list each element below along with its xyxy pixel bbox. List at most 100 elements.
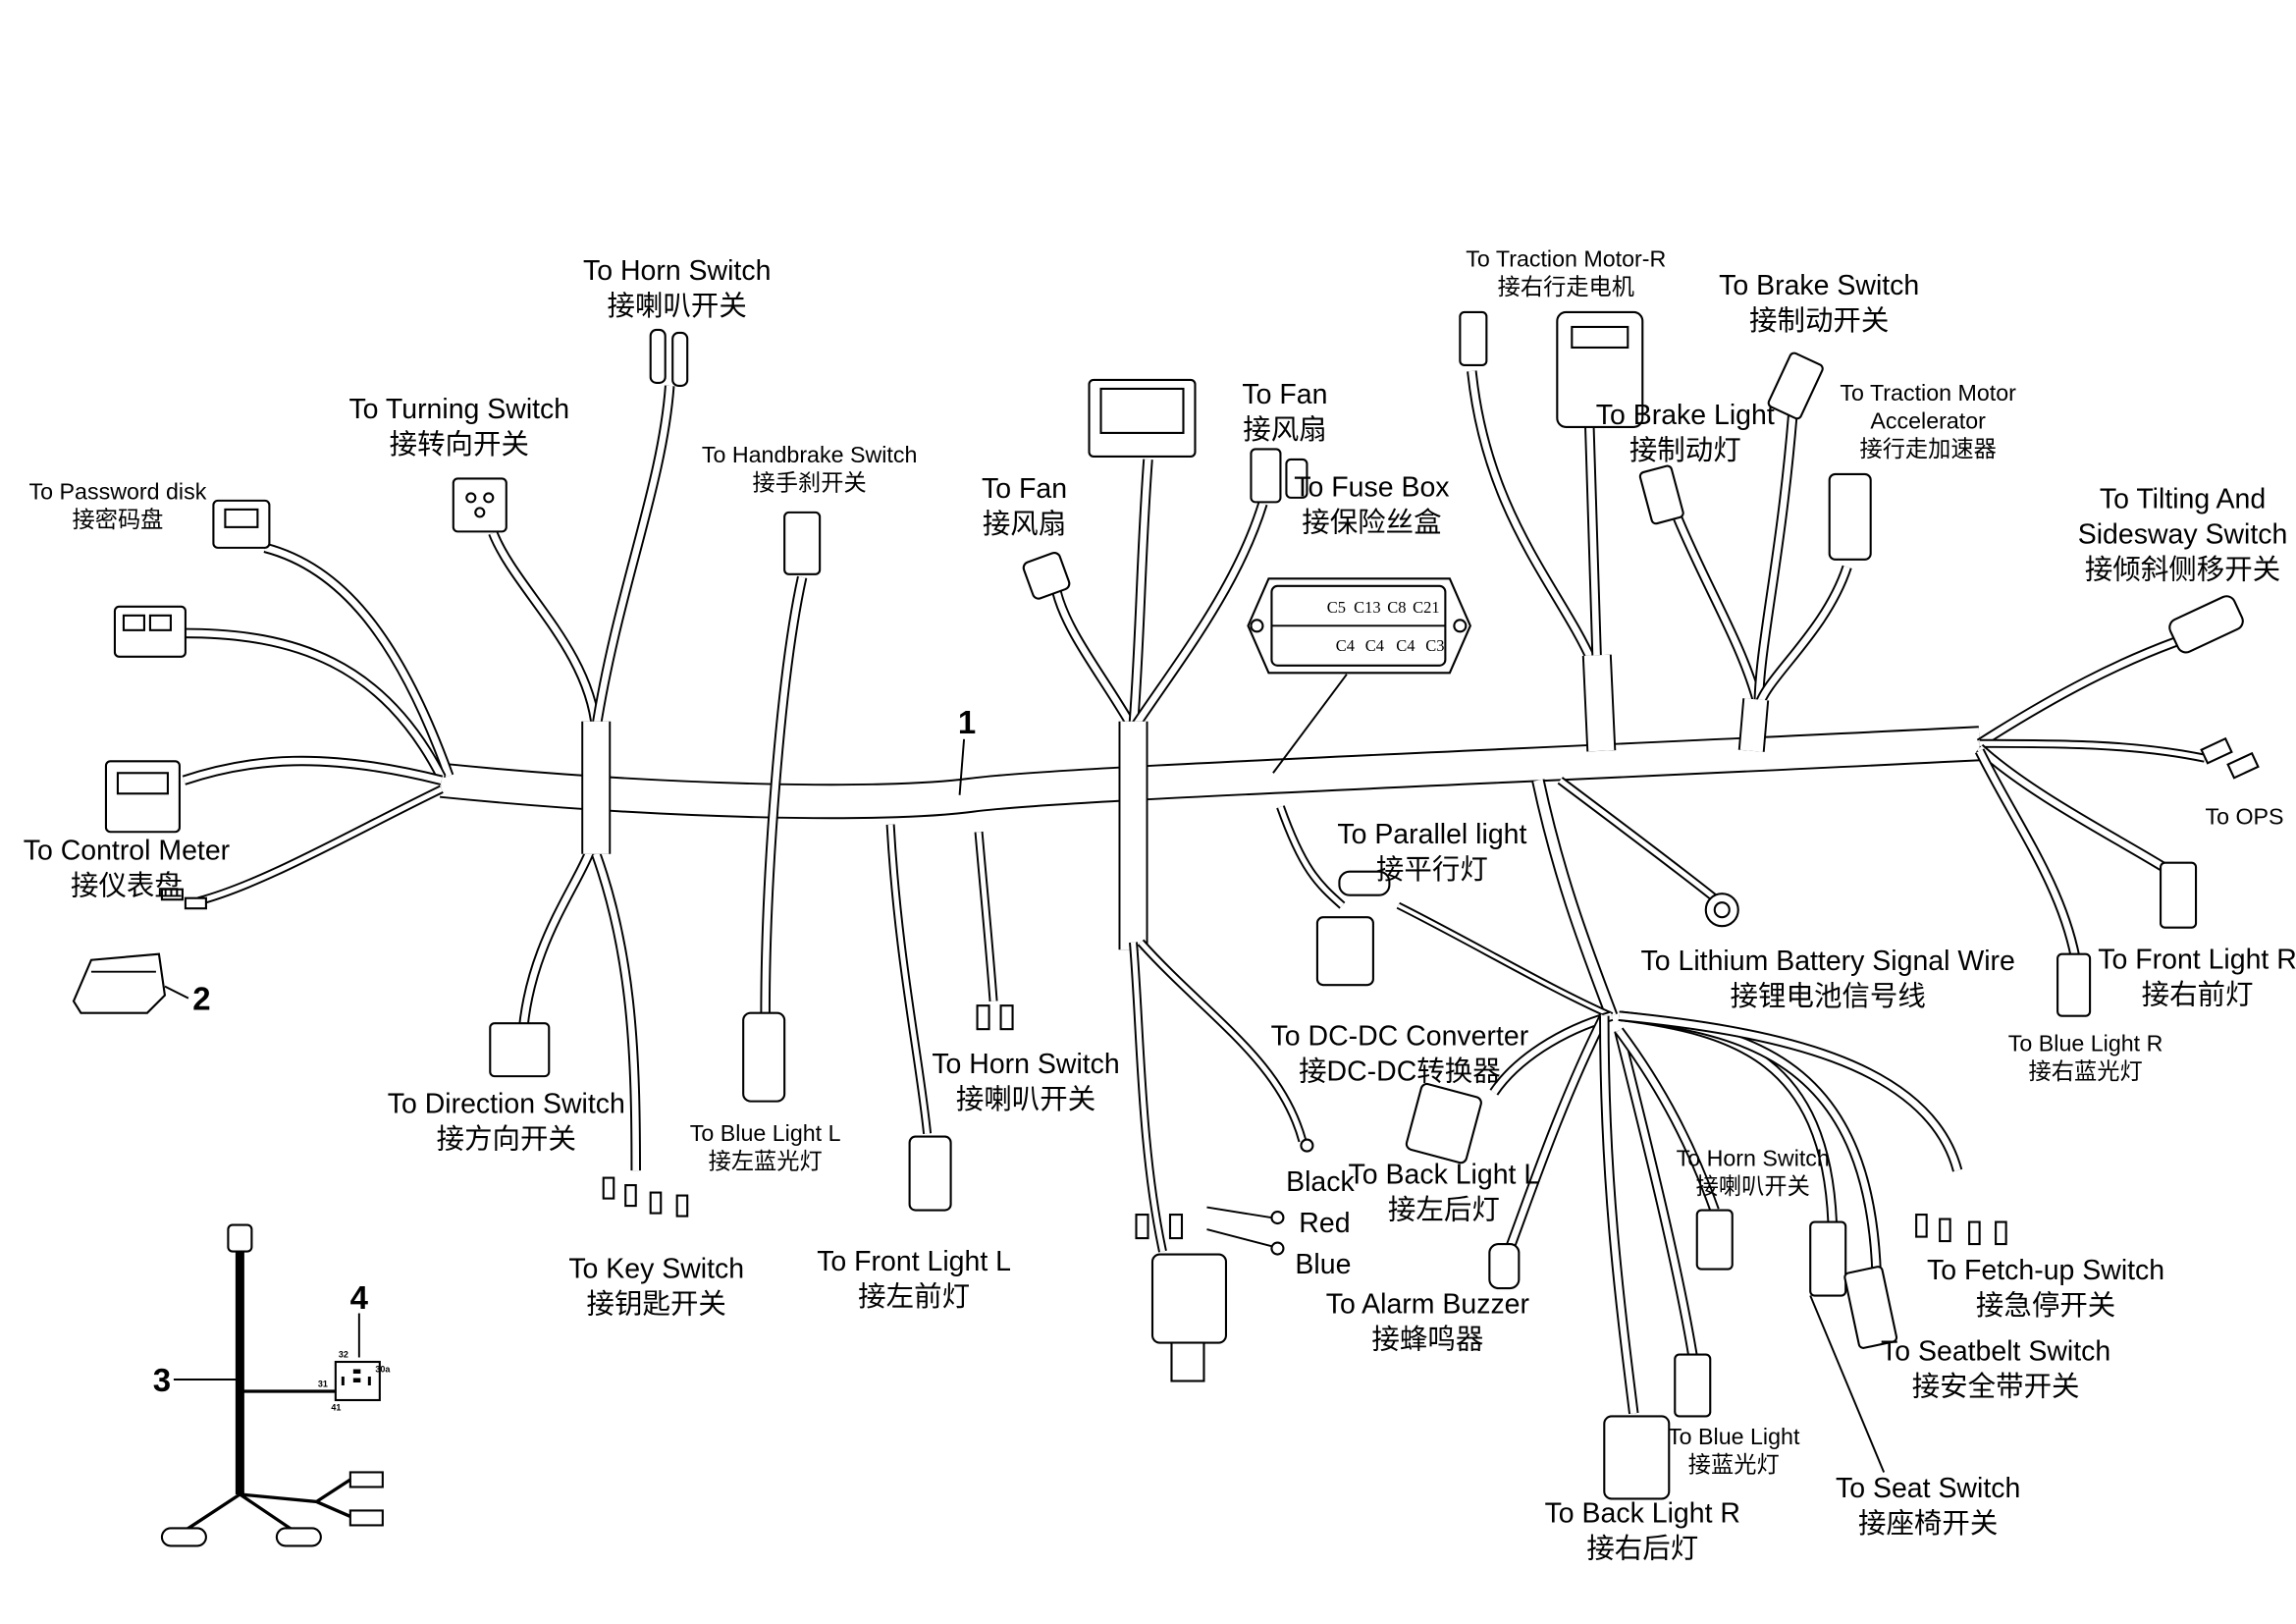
- item-2-module: [72, 952, 167, 1014]
- cable-brake-switch-core: [1755, 414, 1796, 707]
- cable-control-meter-core: [183, 757, 443, 784]
- cable-20pin-core: [1130, 459, 1151, 730]
- label-en: To Horn Switch: [583, 255, 771, 287]
- blue-light-connector: [1674, 1353, 1712, 1418]
- label-en: To Alarm Buzzer: [1326, 1289, 1529, 1321]
- label-en: To Lithium Battery Signal Wire: [1641, 946, 2015, 977]
- label-cn: 接平行灯: [1376, 854, 1488, 886]
- sleeve-1085-core: [1583, 654, 1615, 752]
- cable-lithium-core: [1558, 778, 1717, 900]
- label-en: To Fetch-up Switch: [1927, 1255, 2164, 1286]
- cable-key-core: [593, 852, 640, 1171]
- label-cn: 接行走加速器: [1859, 436, 1996, 461]
- label-en: To Back Light L: [1349, 1160, 1540, 1191]
- label-cn: 接风扇: [1243, 414, 1326, 446]
- label-cn: 接右前灯: [2142, 980, 2254, 1011]
- cable-buzzer-core: [1505, 1014, 1608, 1253]
- wire-color-labels: Black Red Blue: [1286, 1166, 1355, 1280]
- cable-parallel-core: [1278, 805, 1345, 908]
- cable-fan-left-core: [1053, 591, 1137, 731]
- traction-r-small-connector: [1459, 310, 1488, 366]
- svg-text:1: 1: [958, 704, 976, 740]
- cable-aux-connector-core: [184, 629, 445, 780]
- label-en: To DC-DC Converter: [1271, 1021, 1529, 1053]
- svg-text:C8: C8: [1387, 598, 1406, 617]
- sleeve-1192-core: [1739, 698, 1768, 752]
- label-en: To OPS: [2205, 804, 2283, 830]
- svg-text:C5: C5: [1327, 598, 1346, 617]
- seat-switch-connector: [1809, 1220, 1847, 1297]
- cable-brake-light-core: [1675, 516, 1762, 708]
- label-cn: 接密码盘: [72, 507, 163, 532]
- label-en: To Fuse Box: [1294, 471, 1449, 503]
- direction-switch-connector: [489, 1022, 551, 1078]
- cable-black-core: [1139, 940, 1306, 1142]
- label-cn: 接制动开关: [1749, 305, 1889, 337]
- cable-ops-core: [1979, 740, 2206, 761]
- 20pin-connector: [1088, 378, 1197, 458]
- label-en: To Tilting And: [2100, 483, 2266, 514]
- label-en: To Turning Switch: [348, 394, 569, 425]
- label-cn: 接右行走电机: [1498, 274, 1634, 299]
- label-cn: 接制动灯: [1629, 435, 1741, 466]
- front-light-r-connector: [2160, 861, 2198, 929]
- label-en: To Traction Motor-R: [1466, 245, 1666, 271]
- label-cn: 接左蓝光灯: [709, 1149, 823, 1174]
- label-en: To Front Light R: [2098, 945, 2296, 976]
- blue-light-r-connector: [2056, 952, 2092, 1017]
- label-en: To Control Meter: [24, 836, 230, 867]
- label-en2: Sidesway Switch: [2078, 518, 2288, 550]
- relay-pin-label: 31: [318, 1379, 328, 1388]
- fan-right-connector: [1250, 448, 1308, 504]
- label-en: To Blue Light R: [2008, 1031, 2163, 1056]
- cable-relay-core: [1130, 942, 1165, 1253]
- relay-connector: [1150, 1253, 1228, 1382]
- password-disk-connector: [212, 499, 271, 549]
- label-en2: Accelerator: [1870, 407, 1986, 433]
- front-light-l-connector: [908, 1135, 952, 1212]
- cable-fan-right-core: [1130, 502, 1266, 731]
- meter-terminals: [160, 888, 207, 910]
- cable-turning-core: [490, 531, 600, 730]
- label-en: To Blue Light L: [690, 1120, 841, 1146]
- horn-top-terminals: [649, 328, 689, 387]
- label-en: To Back Light R: [1545, 1497, 1740, 1529]
- connectors: [104, 310, 2260, 1500]
- label-cn: 接座椅开关: [1858, 1508, 1998, 1540]
- svg-text:Black: Black: [1286, 1166, 1355, 1198]
- cable-traction-big-core: [1586, 426, 1601, 663]
- relay-pin-label: 30a: [375, 1365, 391, 1375]
- fuse-box: [1247, 577, 1472, 675]
- main-trunk-core: [440, 728, 1981, 818]
- cable-horn-lower-core: [1616, 1028, 1718, 1212]
- svg-text:C4: C4: [1365, 636, 1384, 655]
- cable-dcdc-core: [1491, 1012, 1613, 1095]
- dcdc-connector: [1405, 1082, 1482, 1164]
- label-cn: 接左后灯: [1388, 1195, 1500, 1226]
- label-en: To Horn Switch: [1677, 1146, 1830, 1171]
- key-switch-terminals: [602, 1176, 689, 1218]
- label-en: To Parallel light: [1337, 819, 1526, 850]
- label-en: To Handbrake Switch: [702, 442, 918, 467]
- relay-pin-label: 41: [331, 1402, 341, 1412]
- svg-text:3: 3: [153, 1362, 171, 1398]
- cable-meter-wires-core: [197, 786, 443, 904]
- cable-password-disk-core: [264, 544, 453, 778]
- svg-text:4: 4: [350, 1279, 369, 1316]
- label-cn: 接喇叭开关: [956, 1084, 1095, 1115]
- label-cn: 接蓝光灯: [1688, 1451, 1780, 1477]
- label-cn: 接锂电池信号线: [1731, 981, 1926, 1012]
- cable-front-light-l-core: [887, 824, 931, 1134]
- lithium-connector: [1704, 893, 1739, 928]
- cable-horn-center-core: [976, 832, 996, 1001]
- cable-parallel-dcdc-core: [1397, 903, 1613, 1018]
- svg-text:C13: C13: [1354, 598, 1380, 617]
- label-en: To Brake Light: [1596, 400, 1775, 431]
- label-cn: 接仪表盘: [71, 871, 183, 902]
- cable-horn-top-core: [592, 385, 673, 730]
- cable-traction-r-core: [1468, 370, 1596, 665]
- svg-text:C3: C3: [1425, 636, 1444, 655]
- cable-accelerator-core: [1755, 566, 1850, 708]
- svg-text:Blue: Blue: [1295, 1249, 1351, 1280]
- label-cn: 接右蓝光灯: [2029, 1058, 2143, 1084]
